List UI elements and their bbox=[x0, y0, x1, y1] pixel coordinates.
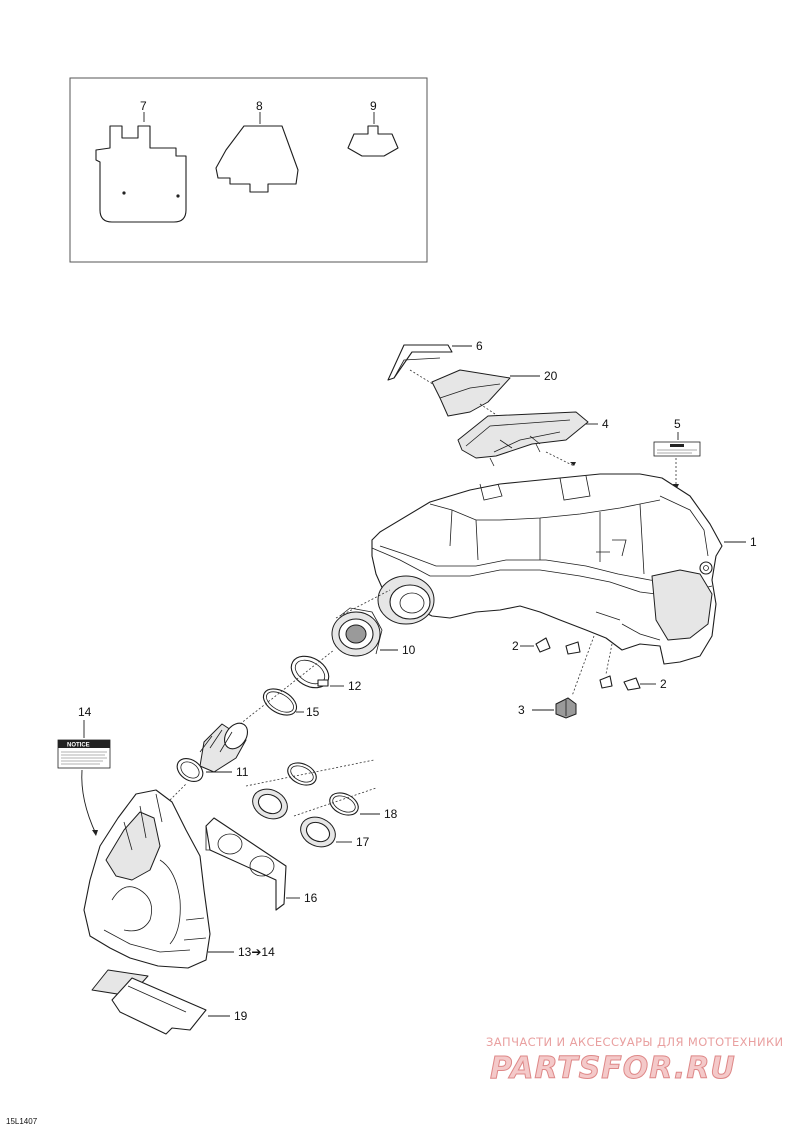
callout-19: 19 bbox=[234, 1009, 248, 1023]
callout-15: 15 bbox=[306, 705, 320, 719]
part-17-ring-right bbox=[300, 816, 336, 848]
part-1-airbox bbox=[371, 473, 723, 665]
part-11-duct bbox=[176, 722, 249, 783]
part-17-ring-left bbox=[252, 788, 288, 820]
callout-12: 12 bbox=[348, 679, 362, 693]
callout-4: 4 bbox=[602, 417, 609, 431]
callout-17: 17 bbox=[356, 835, 370, 849]
part-8-mat bbox=[215, 125, 299, 193]
callout-7: 7 bbox=[140, 99, 147, 113]
part-10-adaptor bbox=[331, 607, 383, 657]
callout-16: 16 bbox=[304, 891, 318, 905]
watermark-brand: PARTSFOR.RU bbox=[490, 1051, 736, 1086]
part-19-foam bbox=[91, 969, 207, 1035]
part-5-label bbox=[653, 441, 701, 457]
part-6-cover bbox=[387, 344, 453, 381]
callout-6: 6 bbox=[476, 339, 483, 353]
part-18-clamp-left bbox=[287, 762, 317, 786]
callout-8: 8 bbox=[256, 99, 263, 113]
callout-1: 1 bbox=[750, 535, 757, 549]
part-4-cover bbox=[457, 411, 589, 467]
callout-9: 9 bbox=[370, 99, 377, 113]
callout-2-upper: 2 bbox=[512, 639, 519, 653]
callout-13: 13➔14 bbox=[238, 945, 275, 959]
part-20-foam bbox=[431, 369, 511, 417]
part-2-clip-upper bbox=[535, 637, 581, 655]
callout-20: 20 bbox=[544, 369, 558, 383]
inset-frame bbox=[69, 77, 428, 263]
part-12-clamp bbox=[290, 655, 330, 689]
diagram-code: 15L1407 bbox=[6, 1117, 38, 1126]
part-16-bracket bbox=[205, 817, 287, 911]
callout-14: 14 bbox=[78, 705, 92, 719]
part-2-clip-lower bbox=[599, 675, 641, 691]
callout-5: 5 bbox=[674, 417, 681, 431]
part-13-silencer bbox=[83, 789, 211, 969]
part-15-ring bbox=[262, 688, 298, 716]
part-18-clamp-right bbox=[329, 792, 359, 816]
part-9-mat bbox=[347, 125, 399, 157]
callout-3: 3 bbox=[518, 703, 525, 717]
watermark-tagline: ЗАПЧАСТИ И АКСЕССУАРЫ ДЛЯ МОТОТЕХНИКИ bbox=[486, 1035, 784, 1049]
callout-2-lower: 2 bbox=[660, 677, 667, 691]
part-14-notice-label: NOTICE bbox=[57, 739, 111, 769]
callout-11: 11 bbox=[236, 765, 249, 779]
notice-heading: NOTICE bbox=[67, 743, 90, 749]
callout-10: 10 bbox=[402, 643, 416, 657]
part-3-plug bbox=[555, 697, 577, 719]
airbox-intake-opening bbox=[377, 575, 435, 625]
part-7-mat bbox=[95, 125, 187, 223]
callout-18: 18 bbox=[384, 807, 398, 821]
